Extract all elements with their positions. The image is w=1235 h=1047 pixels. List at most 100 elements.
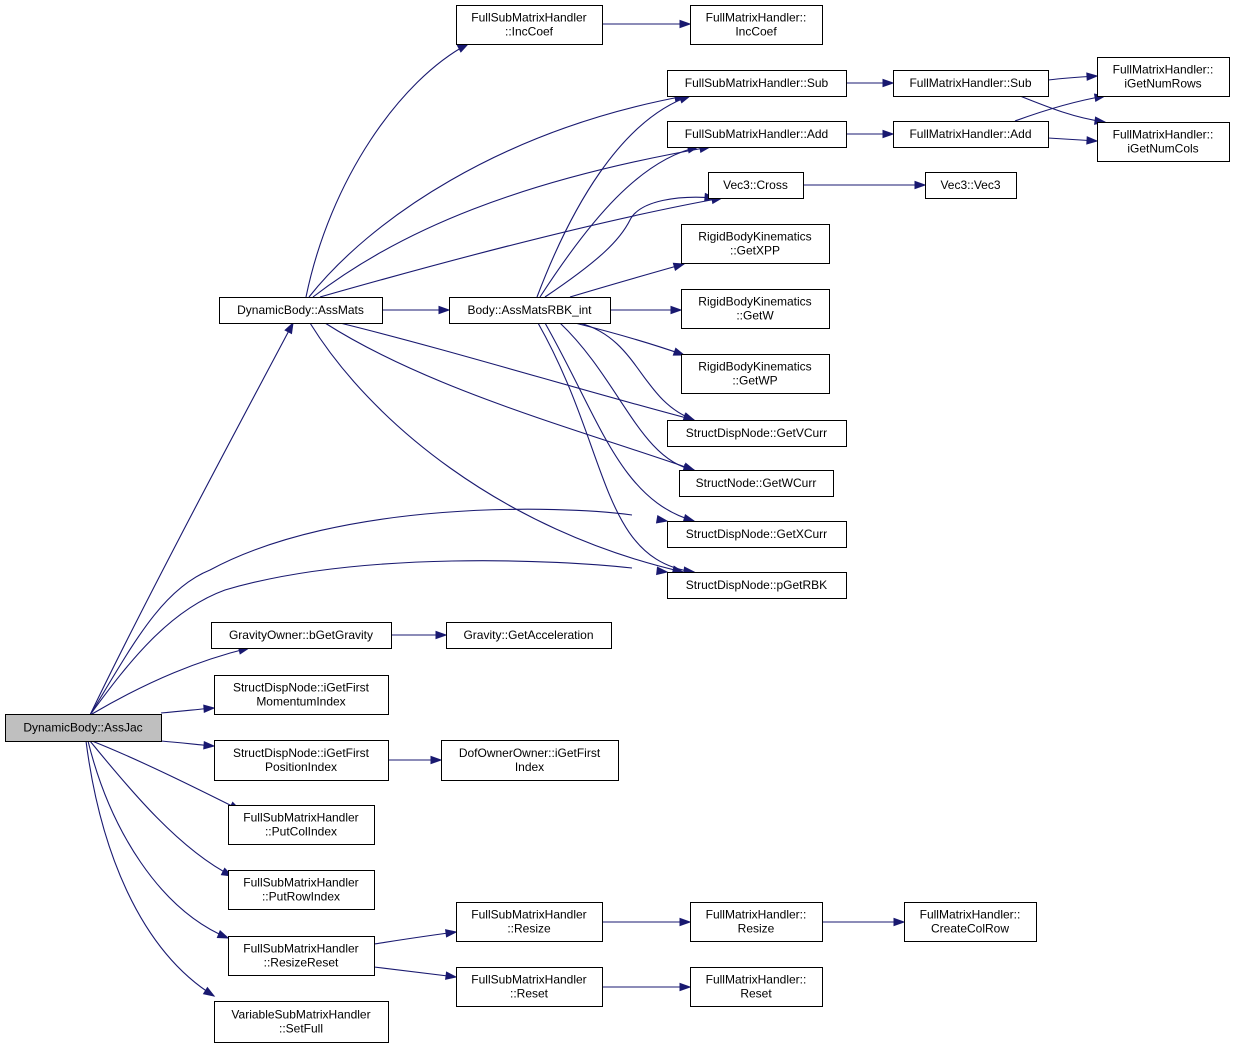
node-label: CreateColRow (931, 922, 1009, 936)
node-body_rbk[interactable]: Body::AssMatsRBK_int (449, 297, 611, 324)
edge-body_rbk-to-sdn_xcurr (544, 322, 695, 522)
node-fsm_sub[interactable]: FullSubMatrixHandler::Sub (667, 70, 847, 97)
edge-body_rbk-to-vec3_cross (544, 196, 716, 298)
node-fm_sub[interactable]: FullMatrixHandler::Sub (893, 70, 1049, 97)
node-sn_wcurr[interactable]: StructNode::GetWCurr (679, 470, 834, 497)
node-box (446, 622, 612, 649)
node-vec3_vec3[interactable]: Vec3::Vec3 (925, 172, 1017, 199)
node-fsm_add[interactable]: FullSubMatrixHandler::Add (667, 121, 847, 148)
node-box (214, 740, 389, 781)
node-label: IncCoef (735, 25, 777, 39)
node-fsm_reset[interactable]: FullSubMatrixHandler::Reset (456, 967, 603, 1007)
node-label: RigidBodyKinematics (698, 295, 811, 309)
node-fsm_putcol[interactable]: FullSubMatrixHandler::PutColIndex (228, 805, 375, 845)
edge-body_rbk-to-sdn_vcurr-arrowhead (682, 412, 696, 421)
node-box (456, 902, 603, 942)
node-assmats[interactable]: DynamicBody::AssMats (219, 297, 383, 324)
node-box (893, 121, 1049, 148)
node-grav_acc[interactable]: Gravity::GetAcceleration (446, 622, 612, 649)
node-assjac[interactable]: DynamicBody::AssJac (5, 714, 162, 742)
node-label: FullSubMatrixHandler (471, 11, 586, 25)
node-vsm_setfull[interactable]: VariableSubMatrixHandler::SetFull (214, 1001, 389, 1043)
edge-body_rbk-to-rbk_wp (574, 322, 685, 356)
node-label: ::GetWP (732, 374, 777, 388)
node-box (708, 172, 804, 199)
node-sdn_rbk[interactable]: StructDispNode::pGetRBK (667, 572, 847, 599)
node-label: ::Resize (507, 922, 551, 936)
node-box (5, 714, 162, 742)
node-fsm_putrow[interactable]: FullSubMatrixHandler::PutRowIndex (228, 870, 375, 910)
node-fm_cols[interactable]: FullMatrixHandler::iGetNumCols (1097, 122, 1230, 162)
edge-assmats-to-sn_wcurr (324, 322, 695, 471)
node-fm_add[interactable]: FullMatrixHandler::Add (893, 121, 1049, 148)
edge-body_rbk-to-sn_wcurr (559, 322, 695, 471)
node-vec3_cross[interactable]: Vec3::Cross (708, 172, 804, 199)
node-label: FullMatrixHandler::Add (909, 127, 1031, 141)
edge-body_rbk-to-rbk_xpp-arrowhead (672, 262, 686, 271)
node-grav_owner[interactable]: GravityOwner::bGetGravity (211, 622, 392, 649)
node-rbk_xpp[interactable]: RigidBodyKinematics::GetXPP (681, 224, 830, 264)
edge-fsm_reset-to-fm_reset-arrowhead (679, 982, 692, 992)
node-box (681, 289, 830, 329)
edge-assjac-to-sdn_xcurr-arrowhead (655, 514, 669, 524)
edge-body_rbk-to-rbk_w-arrowhead (670, 305, 683, 315)
node-fm_inccoef[interactable]: FullMatrixHandler::IncCoef (690, 5, 823, 45)
node-box (690, 5, 823, 45)
node-box (1097, 122, 1230, 162)
edge-vec3_cross-to-vec3_vec3-arrowhead (914, 180, 927, 190)
node-label: DynamicBody::AssJac (23, 721, 142, 735)
edge-grav_owner-to-grav_acc-arrowhead (435, 630, 448, 640)
node-label: ::PutRowIndex (262, 890, 340, 904)
node-label: FullMatrixHandler:: (706, 973, 807, 987)
node-fm_createcolrow[interactable]: FullMatrixHandler::CreateColRow (904, 902, 1037, 942)
node-rbk_w[interactable]: RigidBodyKinematics::GetW (681, 289, 830, 329)
edge-assjac-to-sdn_pos-arrowhead (203, 740, 216, 750)
node-label: FullSubMatrixHandler (471, 973, 586, 987)
edge-fm_add-to-fm_cols-arrowhead (1086, 136, 1099, 145)
node-label: FullMatrixHandler:: (706, 908, 807, 922)
edge-body_rbk-to-rbk_wp-arrowhead (672, 347, 686, 356)
node-box (219, 297, 383, 324)
edge-fsm_add-to-fm_add-arrowhead (882, 129, 895, 139)
node-fsm_resize[interactable]: FullSubMatrixHandler::Resize (456, 902, 603, 942)
node-label: FullMatrixHandler:: (706, 11, 807, 25)
node-label: Vec3::Cross (723, 178, 788, 192)
node-label: DofOwnerOwner::iGetFirst (459, 746, 601, 760)
node-fm_resize[interactable]: FullMatrixHandler::Resize (690, 902, 823, 942)
node-box (667, 121, 847, 148)
edge-assjac-to-grav_owner (91, 647, 250, 715)
node-box (214, 1001, 389, 1043)
node-fm_reset[interactable]: FullMatrixHandler::Reset (690, 967, 823, 1007)
node-label: Vec3::Vec3 (940, 178, 1000, 192)
node-box (681, 224, 830, 264)
node-box (456, 967, 603, 1007)
node-fsm_inccoef[interactable]: FullSubMatrixHandler::IncCoef (456, 5, 603, 45)
node-fsm_resizereset[interactable]: FullSubMatrixHandler::ResizeReset (228, 936, 375, 976)
node-label: RigidBodyKinematics (698, 360, 811, 374)
node-label: Reset (740, 987, 772, 1001)
node-label: ::Reset (510, 987, 549, 1001)
node-box (1097, 57, 1230, 97)
node-label: FullMatrixHandler:: (1113, 128, 1214, 142)
node-fm_rows[interactable]: FullMatrixHandler::iGetNumRows (1097, 57, 1230, 97)
node-box (449, 297, 611, 324)
node-label: StructDispNode::iGetFirst (233, 746, 370, 760)
node-label: FullSubMatrixHandler (471, 908, 586, 922)
edge-assmats-to-vec3_cross (319, 197, 723, 298)
node-label: FullSubMatrixHandler::Add (685, 127, 828, 141)
node-label: DynamicBody::AssMats (237, 303, 364, 317)
edge-fsm_resizereset-to-fsm_reset (373, 966, 457, 978)
edge-assjac-to-fsm_putcol (91, 740, 241, 811)
node-sdn_vcurr[interactable]: StructDispNode::GetVCurr (667, 420, 847, 447)
node-label: Index (515, 760, 544, 774)
node-rbk_wp[interactable]: RigidBodyKinematics::GetWP (681, 354, 830, 394)
node-label: ::GetW (736, 309, 774, 323)
node-box (228, 805, 375, 845)
node-sdn_xcurr[interactable]: StructDispNode::GetXCurr (667, 521, 847, 548)
edge-fsm_resizereset-to-fsm_resize-arrowhead (445, 929, 458, 938)
node-label: FullSubMatrixHandler::Sub (685, 76, 829, 90)
edge-assjac-to-fsm_resizereset-arrowhead (216, 930, 230, 939)
